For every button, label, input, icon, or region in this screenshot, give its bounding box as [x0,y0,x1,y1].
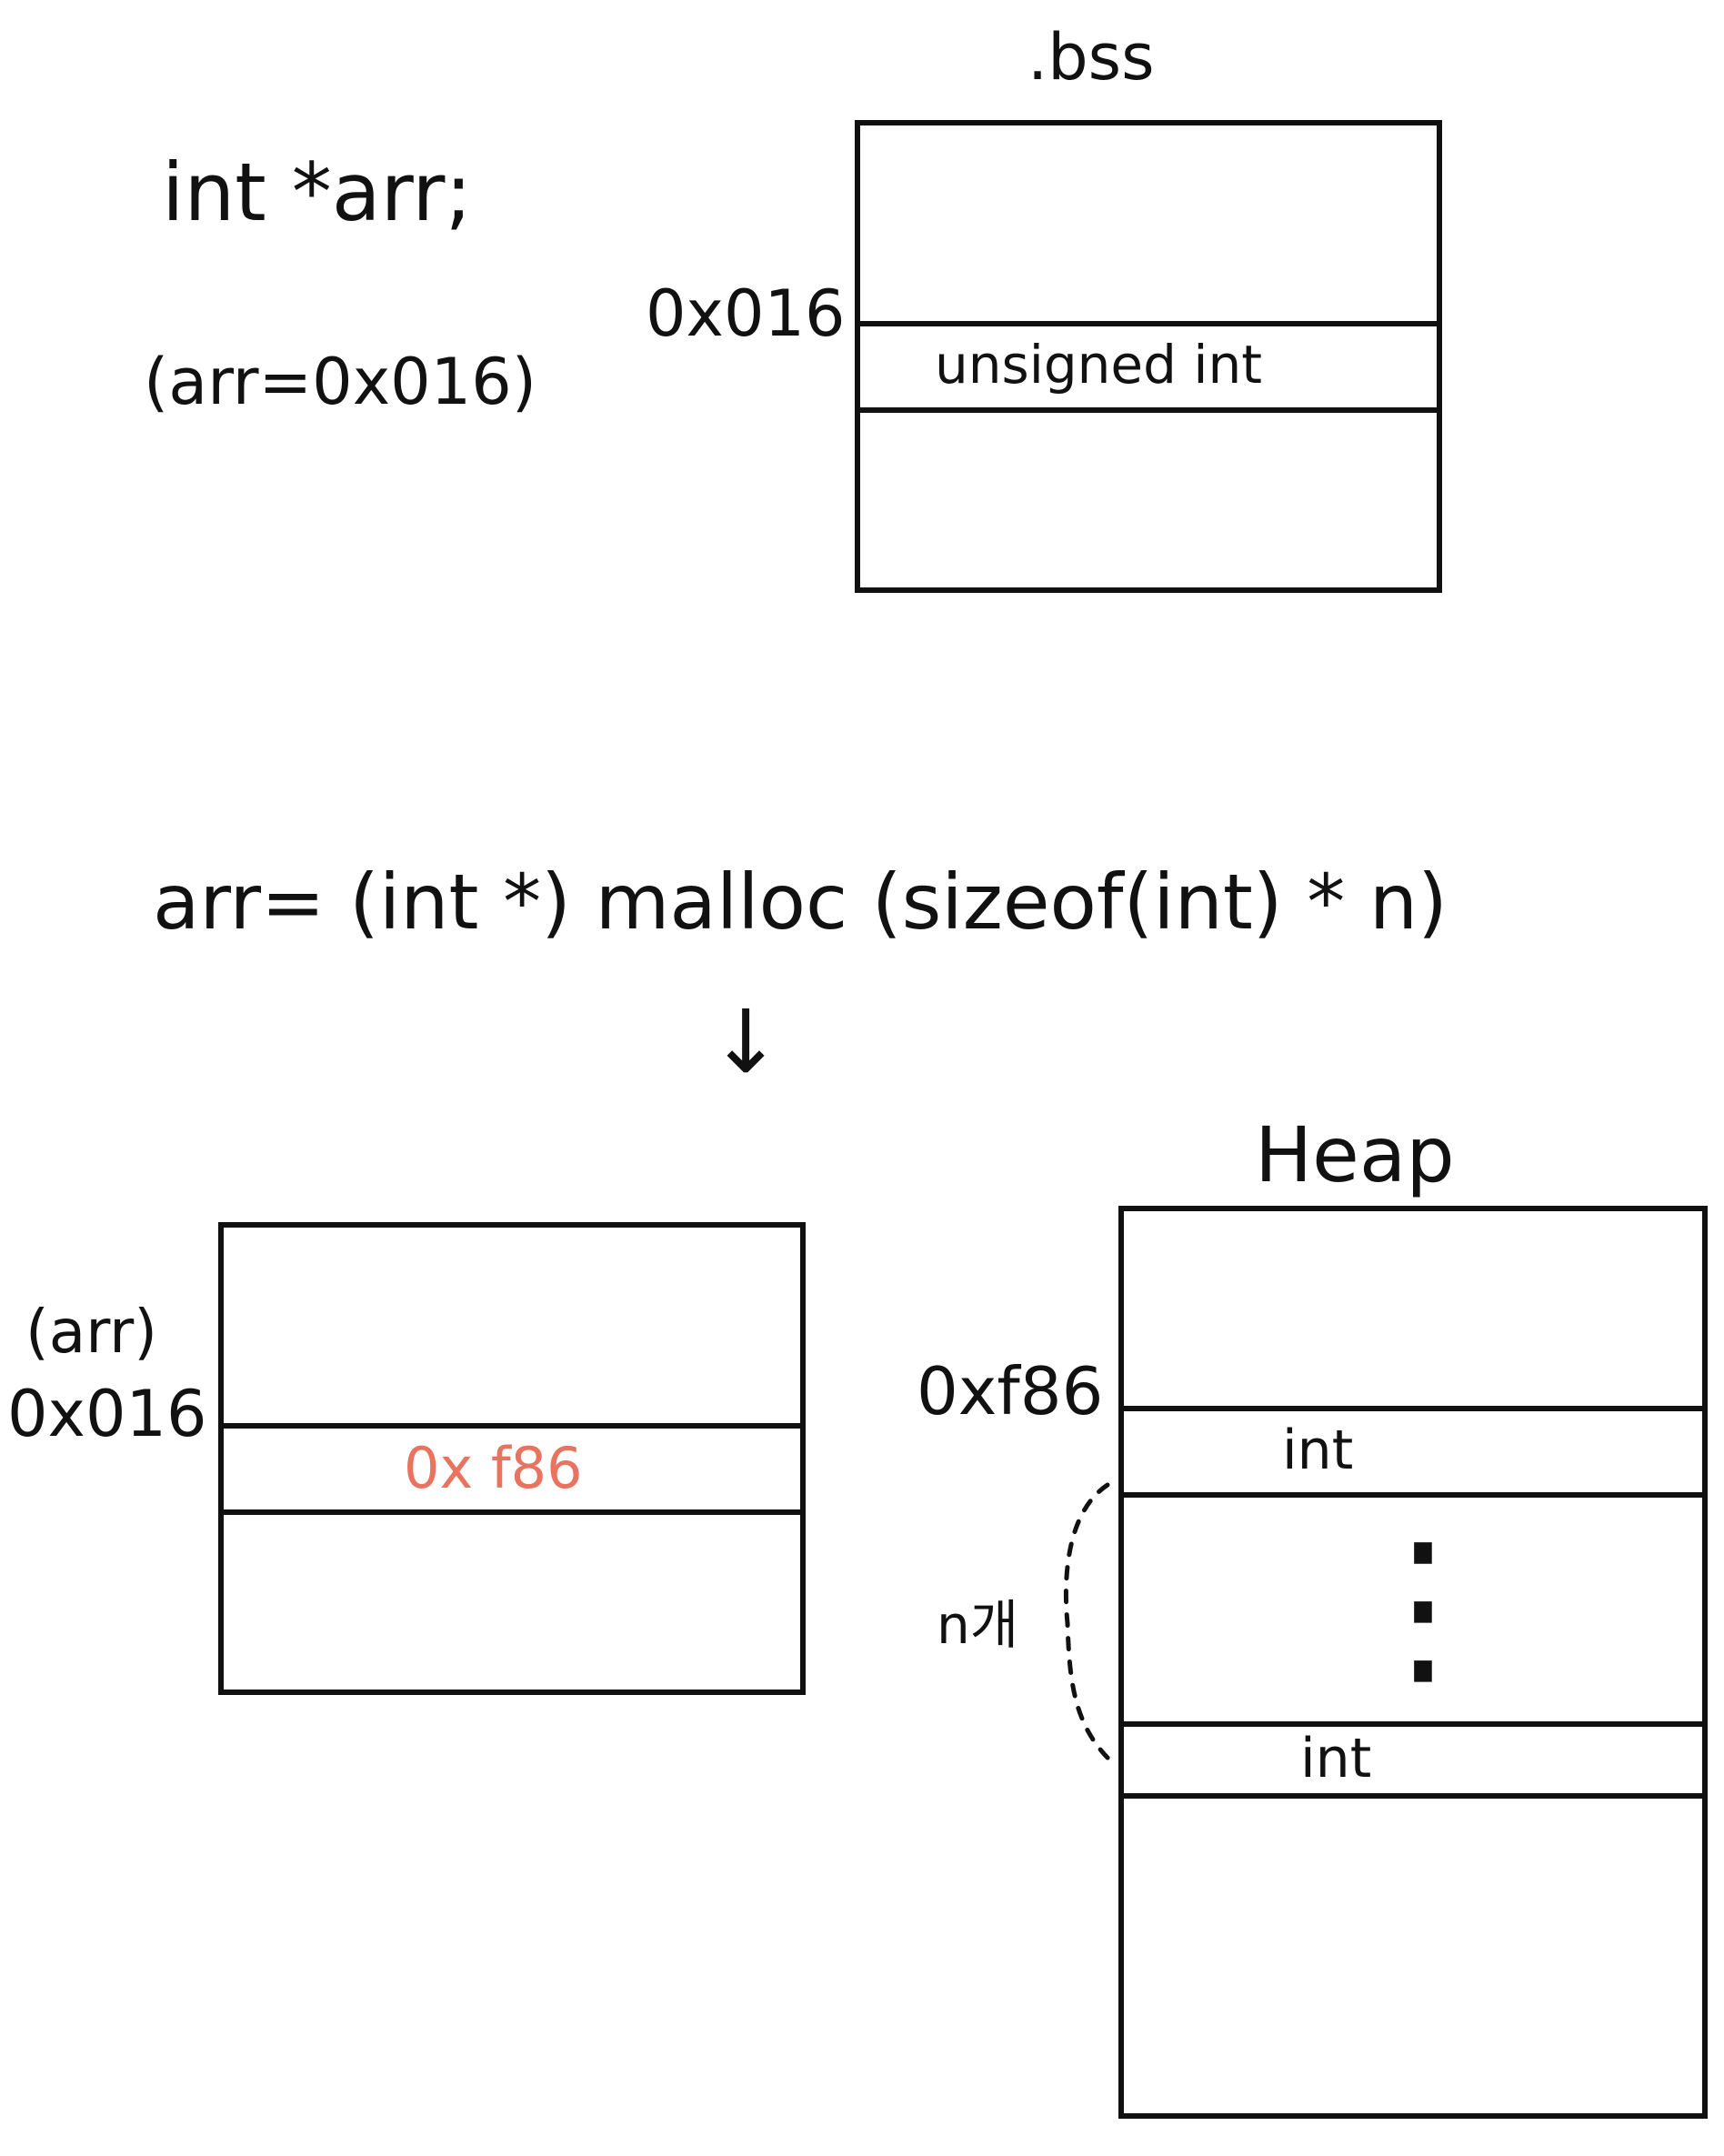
address-note: (arr=0x016) [144,345,537,419]
down-arrow-icon: ↓ [709,991,783,1093]
declaration-text: int *arr; [162,145,473,239]
heap-last-cell-top-line [1118,1721,1708,1727]
bss-slot-address: 0x016 [646,276,846,351]
heap-last-cell-label: int [1300,1727,1372,1790]
heap-memory-block [1118,1206,1708,2119]
arr-slot-pointer-value: 0x f86 [404,1435,583,1501]
stack-slot-top-line [218,1423,806,1429]
count-brace-icon [1063,1482,1112,1762]
heap-first-cell-label: int [1282,1419,1354,1482]
heap-ellipsis: ⋮ [1337,1506,1509,1707]
heap-count-label: n개 [937,1594,1019,1656]
malloc-statement: arr= (int *) malloc (sizeof(int) * n) [153,857,1448,947]
bss-title: .bss [1027,20,1155,95]
bss-slot-content: unsigned int [935,334,1262,396]
heap-title: Heap [1255,1110,1455,1199]
heap-last-cell-bottom-line [1118,1793,1708,1799]
bss-memory-block [855,120,1442,593]
stack-memory-block [218,1222,806,1695]
bss-slot-top-line [855,321,1442,326]
stack-slot-bottom-line [218,1509,806,1515]
bss-slot-bottom-line [855,407,1442,413]
heap-first-cell-top-line [1118,1406,1708,1411]
heap-slot-address: 0xf86 [917,1353,1104,1429]
arr-var-label: (arr) [25,1297,158,1367]
heap-first-cell-bottom-line [1118,1492,1708,1498]
arr-slot-address: 0x016 [7,1377,207,1451]
